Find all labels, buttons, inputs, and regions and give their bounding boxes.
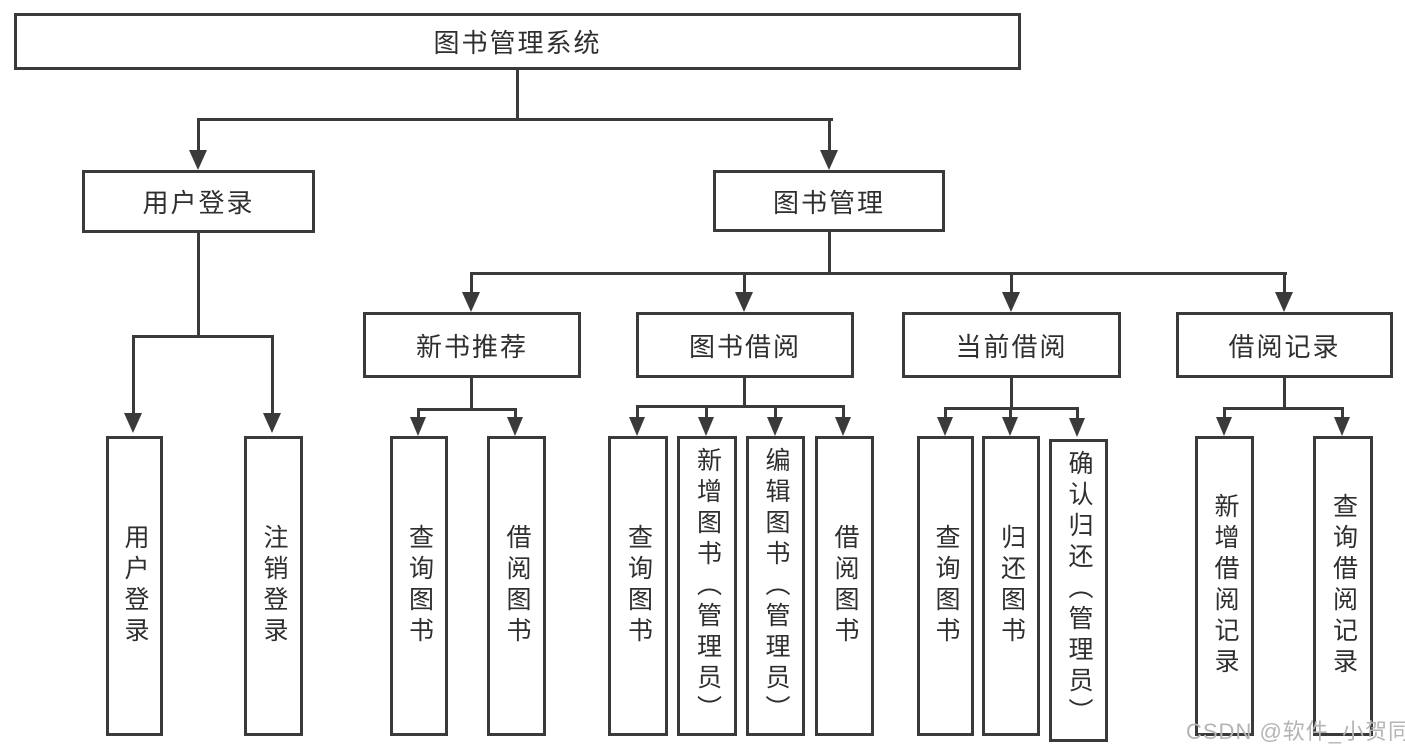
connector-line (1076, 407, 1079, 420)
node-borrow-records-label: 借阅记录 (1228, 331, 1341, 362)
connector-line (944, 407, 947, 420)
connector-line (1009, 407, 1012, 420)
leaf-records-query-record: 查询借阅记录 (1313, 436, 1373, 736)
leaf-borrow-borrow-books: 借阅图书 (815, 436, 874, 736)
connector-line (132, 335, 274, 338)
arrow-down-icon (1069, 418, 1085, 437)
arrow-down-icon (735, 292, 753, 312)
connector-line (197, 233, 200, 335)
arrow-down-icon (410, 417, 426, 436)
connector-line (1010, 272, 1013, 296)
leaf-records-query-record-label: 查询借阅记录 (1329, 493, 1358, 679)
arrow-down-icon (462, 292, 480, 312)
connector-line (743, 272, 746, 296)
node-current-borrow: 当前借阅 (902, 312, 1121, 378)
connector-line (1283, 378, 1286, 407)
leaf-user-login-label: 用户登录 (121, 524, 149, 648)
leaf-recommend-borrow-books-label: 借阅图书 (503, 524, 531, 648)
leaf-borrow-edit-books-admin-label: 编辑图书（管理员） (762, 447, 790, 726)
connector-line (636, 405, 845, 408)
arrow-down-icon (820, 150, 838, 170)
arrow-down-icon (189, 150, 207, 170)
leaf-current-return-books: 归还图书 (982, 436, 1040, 736)
arrow-down-icon (698, 417, 714, 436)
arrow-down-icon (507, 417, 523, 436)
node-root-label: 图书管理系统 (433, 28, 602, 58)
node-book-management: 图书管理 (713, 170, 945, 232)
arrow-down-icon (835, 417, 851, 436)
connector-line (197, 118, 833, 121)
connector-line (417, 408, 420, 420)
leaf-borrow-query-books: 查询图书 (608, 436, 668, 736)
connector-line (1010, 378, 1013, 407)
leaf-recommend-query-books: 查询图书 (390, 436, 448, 736)
arrow-down-icon (1216, 417, 1232, 436)
connector-line (470, 378, 473, 408)
node-book-borrow: 图书借阅 (636, 312, 854, 378)
connector-line (516, 70, 519, 118)
connector-line (842, 405, 845, 419)
node-book-borrow-label: 图书借阅 (688, 331, 801, 362)
arrow-down-icon (1002, 417, 1018, 436)
leaf-records-add-record: 新增借阅记录 (1195, 436, 1254, 736)
connector-line (774, 405, 777, 419)
connector-line (828, 232, 831, 272)
leaf-logout: 注销登录 (244, 436, 303, 736)
leaf-current-confirm-return-admin-label: 确认归还（管理员） (1065, 450, 1093, 729)
csdn-watermark: CSDN @软件_小贺同学 (1186, 719, 1405, 744)
leaf-current-query-books-label: 查询图书 (932, 524, 960, 648)
node-new-book-recommend: 新书推荐 (363, 312, 581, 378)
leaf-borrow-add-books-admin-label: 新增图书（管理员） (693, 447, 722, 726)
connector-line (514, 408, 517, 420)
leaf-recommend-borrow-books: 借阅图书 (487, 436, 546, 736)
connector-line (743, 378, 746, 405)
node-user-login: 用户登录 (82, 170, 315, 233)
leaf-borrow-add-books-admin: 新增图书（管理员） (677, 436, 737, 736)
connector-line (636, 405, 639, 419)
connector-line (197, 118, 200, 154)
leaf-user-login: 用户登录 (106, 436, 163, 736)
connector-line (828, 118, 831, 154)
connector-line (705, 405, 708, 419)
connector-line (417, 408, 517, 411)
arrow-down-icon (767, 417, 783, 436)
arrow-down-icon (629, 417, 645, 436)
arrow-down-icon (1334, 417, 1350, 436)
node-root-system: 图书管理系统 (14, 13, 1021, 70)
connector-line (132, 335, 135, 414)
leaf-logout-label: 注销登录 (260, 524, 288, 648)
arrow-down-icon (1275, 292, 1293, 312)
leaf-recommend-query-books-label: 查询图书 (405, 524, 434, 648)
node-book-management-label: 图书管理 (772, 187, 885, 218)
connector-line (1283, 272, 1286, 296)
leaf-borrow-borrow-books-label: 借阅图书 (831, 524, 859, 648)
leaf-current-query-books: 查询图书 (917, 436, 974, 736)
connector-line (470, 272, 473, 296)
arrow-down-icon (124, 413, 142, 433)
arrow-down-icon (937, 417, 953, 436)
arrow-down-icon (263, 413, 281, 433)
connector-line (1341, 407, 1344, 420)
leaf-current-return-books-label: 归还图书 (997, 524, 1026, 648)
leaf-borrow-query-books-label: 查询图书 (624, 524, 653, 648)
leaf-records-add-record-label: 新增借阅记录 (1211, 493, 1239, 679)
connector-line (271, 335, 274, 414)
connector-line (1223, 407, 1226, 420)
connector-line (471, 272, 1287, 275)
node-user-login-label: 用户登录 (142, 188, 255, 218)
node-new-book-recommend-label: 新书推荐 (415, 331, 528, 362)
arrow-down-icon (1002, 292, 1020, 312)
leaf-borrow-edit-books-admin: 编辑图书（管理员） (746, 436, 805, 736)
connector-line (1223, 407, 1344, 410)
node-borrow-records: 借阅记录 (1176, 312, 1393, 378)
node-current-borrow-label: 当前借阅 (955, 331, 1068, 362)
leaf-current-confirm-return-admin: 确认归还（管理员） (1049, 439, 1108, 742)
